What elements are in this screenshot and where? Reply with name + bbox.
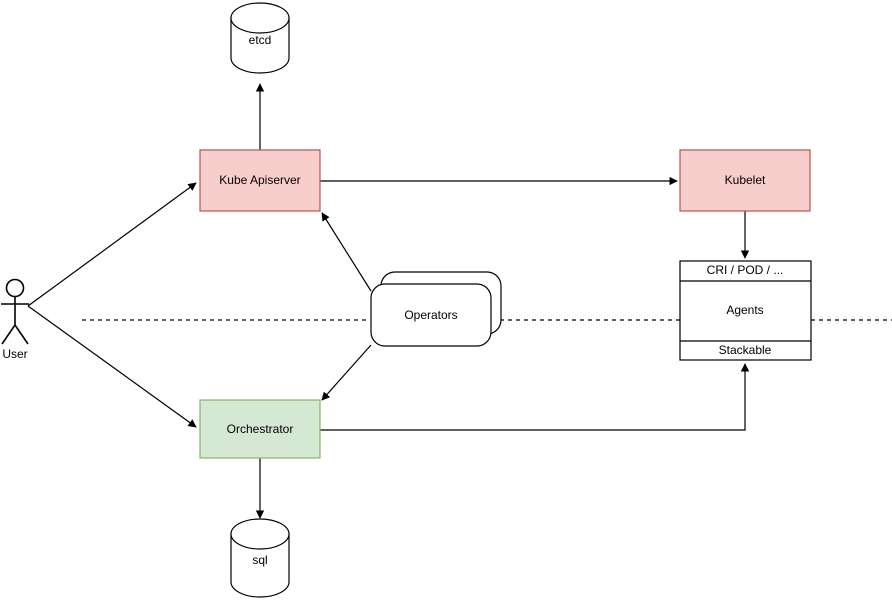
node-kube-apiserver[interactable]: Kube Apiserver — [199, 149, 321, 212]
node-operators[interactable]: Operators — [370, 271, 502, 347]
node-agents[interactable]: CRI / POD / ... Agents Stackable — [679, 260, 812, 361]
node-etcd-label: etcd — [249, 33, 272, 47]
user-left-leg-icon — [1, 324, 16, 345]
node-etcd[interactable]: etcd — [230, 2, 290, 74]
user-right-leg-icon — [14, 324, 29, 345]
edge-operators-to-orchestrator — [321, 344, 372, 401]
node-kubelet[interactable]: Kubelet — [679, 149, 811, 212]
node-orchestrator[interactable]: Orchestrator — [199, 399, 321, 459]
edge-user-to-orchestrator — [27, 305, 197, 428]
node-user-label: User — [2, 347, 27, 361]
node-agents-header-label: CRI / POD / ... — [707, 263, 784, 277]
edge-orchestrator-to-agents — [320, 363, 750, 431]
node-agents-body-label: Agents — [726, 303, 763, 317]
node-operators-label: Operators — [404, 308, 457, 322]
edge-user-to-kube-apiserver — [27, 182, 197, 307]
node-user[interactable]: User — [1, 278, 29, 362]
node-orchestrator-label: Orchestrator — [227, 422, 294, 436]
node-operators-front-card — [370, 283, 492, 347]
edge-operators-to-kube-apiserver — [321, 212, 372, 292]
user-head-icon — [5, 278, 25, 298]
node-agents-footer-label: Stackable — [719, 343, 772, 357]
node-sql[interactable]: sql — [230, 518, 290, 598]
node-sql-label: sql — [252, 553, 267, 567]
node-kubelet-label: Kubelet — [725, 173, 766, 187]
node-kube-apiserver-label: Kube Apiserver — [219, 173, 300, 187]
